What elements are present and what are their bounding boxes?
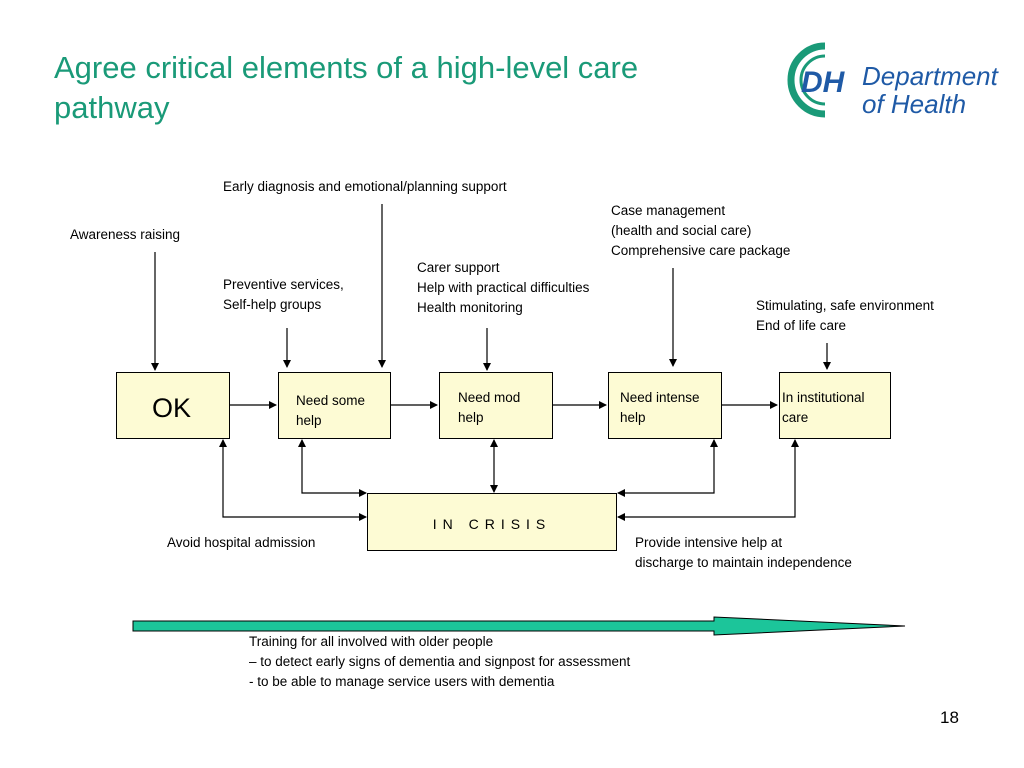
arrow-ok-crisis: [219, 439, 367, 521]
label-case-management: Case management (health and social care)…: [611, 201, 790, 261]
label-case-line2: (health and social care): [611, 223, 752, 238]
slide-title: Agree critical elements of a high-level …: [54, 48, 754, 128]
box-crisis-label: IN CRISIS: [432, 516, 552, 532]
logo-wordmark: Department of Health: [862, 62, 998, 118]
box-intense-line1: Need intense: [620, 390, 700, 405]
label-training: Training for all involved with older peo…: [249, 632, 630, 692]
box-intense-line2: help: [620, 410, 646, 425]
box-ok: OK: [116, 372, 230, 439]
box-mod-line2: help: [458, 410, 484, 425]
box-inst-line2: care: [782, 410, 809, 425]
box-in-crisis: IN CRISIS: [367, 493, 617, 551]
label-awareness: Awareness raising: [70, 227, 181, 242]
box-some-line1: Need some: [296, 393, 366, 408]
dh-logo-icon: DH: [787, 42, 846, 118]
label-stim-line1: Stimulating, safe environment: [756, 298, 934, 313]
training-timeline-arrow: [132, 616, 906, 636]
box-need-mod-help: Need mod help: [439, 372, 553, 439]
arrow-inst-crisis: [617, 439, 799, 521]
label-carer-line2: Help with practical difficulties: [417, 280, 590, 295]
label-preventive-line1: Preventive services,: [223, 277, 344, 292]
slide-title-line2: pathway: [54, 90, 170, 125]
label-early-diagnosis: Early diagnosis and emotional/planning s…: [223, 179, 507, 194]
label-provide-line1: Provide intensive help at: [635, 535, 783, 550]
label-preventive-line2: Self-help groups: [223, 297, 322, 312]
label-carer: Carer support Help with practical diffic…: [417, 258, 589, 318]
slide-title-line1: Agree critical elements of a high-level …: [54, 50, 639, 85]
box-inst-label: In institutional care: [782, 388, 865, 428]
box-need-some-help: Need some help: [278, 372, 391, 439]
box-institutional-care: In institutional care: [779, 372, 891, 439]
label-training-line3: - to be able to manage service users wit…: [249, 674, 555, 689]
arrow-some-crisis: [298, 439, 367, 497]
label-preventive: Preventive services, Self-help groups: [223, 275, 344, 315]
label-training-line2: – to detect early signs of dementia and …: [249, 654, 631, 669]
label-training-line1: Training for all involved with older peo…: [249, 634, 494, 649]
label-carer-line3: Health monitoring: [417, 300, 523, 315]
box-some-line2: help: [296, 413, 322, 428]
logo-line2: of Health: [862, 89, 967, 119]
label-provide-intensive: Provide intensive help at discharge to m…: [635, 533, 852, 573]
box-inst-line1: In institutional: [782, 390, 865, 405]
label-stimulating: Stimulating, safe environment End of lif…: [756, 296, 934, 336]
box-ok-label: OK: [152, 393, 192, 423]
label-case-line3: Comprehensive care package: [611, 243, 791, 258]
label-provide-line2: discharge to maintain independence: [635, 555, 852, 570]
label-avoid-admission: Avoid hospital admission: [167, 535, 316, 550]
box-mod-line1: Need mod: [458, 390, 521, 405]
box-intense-label: Need intense help: [620, 388, 700, 428]
arrow-intense-crisis: [617, 439, 718, 497]
label-stim-line2: End of life care: [756, 318, 847, 333]
label-carer-line1: Carer support: [417, 260, 500, 275]
box-need-intense-help: Need intense help: [608, 372, 722, 439]
box-some-label: Need some help: [296, 391, 365, 431]
logo-line1: Department: [862, 61, 998, 91]
box-mod-label: Need mod help: [458, 388, 520, 428]
label-case-line1: Case management: [611, 203, 726, 218]
logo-mark: DH: [801, 66, 846, 99]
page-number: 18: [940, 708, 959, 727]
